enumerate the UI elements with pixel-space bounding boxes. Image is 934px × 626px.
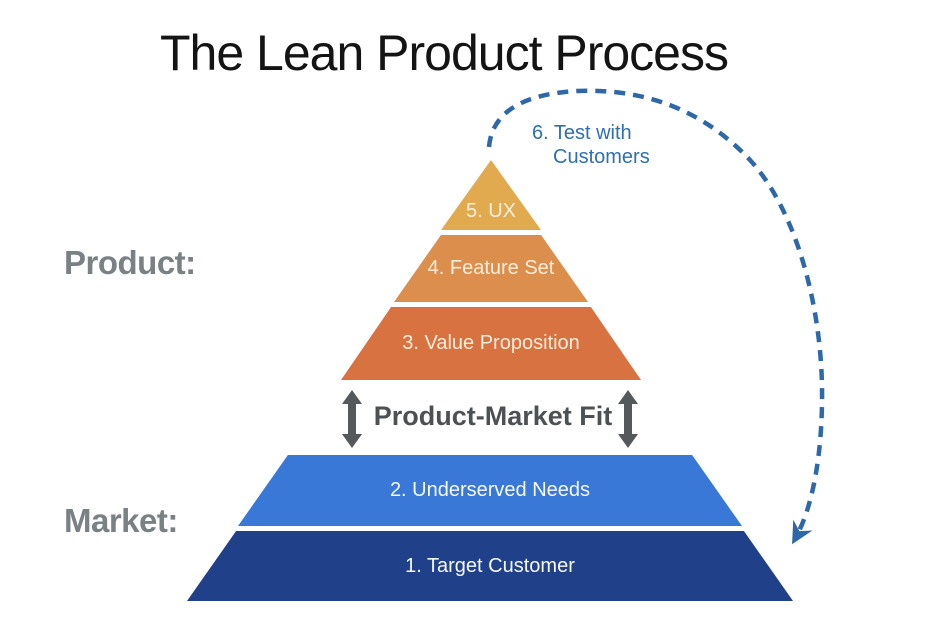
pyramid-level-ux: 5. UX (441, 160, 541, 230)
page-title: The Lean Product Process (160, 25, 729, 81)
market-section-label: Market: (64, 502, 178, 539)
test-with-customers-line2: Customers (553, 146, 650, 168)
pyramid-level-underserved-needs: 2. Underserved Needs (238, 455, 742, 526)
pyramid-level-value-proposition-label: 3. Value Proposition (402, 332, 580, 354)
pyramid-level-underserved-needs-label: 2. Underserved Needs (389, 479, 591, 501)
pyramid-level-target-customer-label: 1. Target Customer (405, 554, 575, 577)
pyramid-level-value-proposition: 3. Value Proposition (341, 307, 641, 380)
pyramid-level-feature-set: 4. Feature Set (394, 235, 588, 302)
pmf-double-arrow-right-icon (618, 390, 638, 448)
pyramid-level-feature-set-label: 4. Feature Set (427, 257, 555, 279)
product-market-fit-label: Product-Market Fit (373, 401, 613, 431)
test-with-customers-line1: 6. Test with (532, 122, 632, 144)
pmf-double-arrow-left-icon (342, 390, 362, 448)
test-with-customers-label: 6. Test with Customers (532, 121, 650, 169)
pyramid-level-ux-label: 5. UX (465, 200, 517, 222)
product-section-label: Product: (64, 244, 196, 281)
pyramid-level-target-customer: 1. Target Customer (187, 531, 793, 601)
